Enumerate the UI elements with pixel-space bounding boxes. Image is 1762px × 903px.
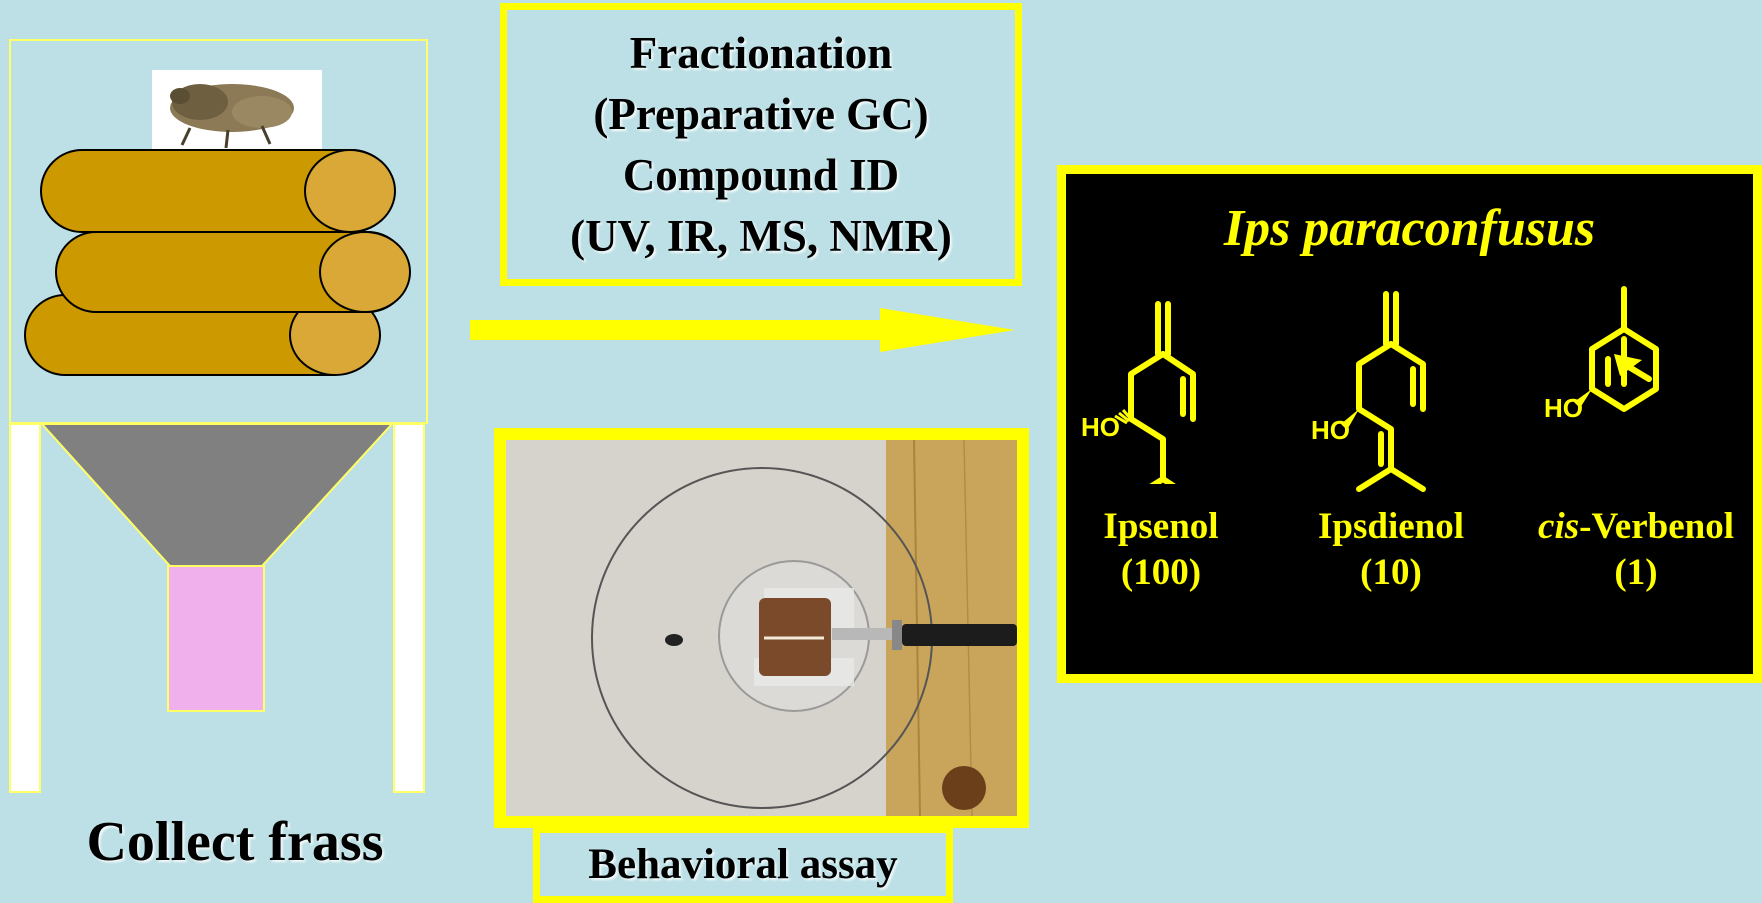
species-name: Ips paraconfusus	[1223, 200, 1596, 257]
ipsdienol-ho-label: HO	[1311, 415, 1350, 445]
air-tube	[902, 624, 1017, 646]
compound-ratio: (100)	[1120, 552, 1202, 593]
fractionation-line-2: (Preparative GC)	[593, 88, 929, 139]
beetle-in-arena	[665, 634, 683, 646]
log-middle	[55, 231, 411, 313]
process-arrow	[470, 308, 1015, 352]
compound-ratio: (1)	[1614, 552, 1658, 593]
behavioral-assay-photo-frame	[494, 428, 1029, 828]
cis-verbenol-structure: HO	[1544, 286, 1659, 423]
ipsenol-structure: HO	[1081, 301, 1196, 484]
fractionation-line-3: Compound ID	[622, 149, 900, 200]
beetle-icon	[170, 84, 294, 149]
behavioral-assay-photo	[506, 439, 1017, 817]
compound-name: Ipsdienol	[1317, 506, 1464, 547]
wood-knot	[942, 766, 986, 810]
compound-name-prefix: cis	[1538, 506, 1580, 547]
ipsenol-ho-label: HO	[1081, 412, 1120, 442]
collect-frass-label: Collect frass	[86, 811, 384, 873]
compound-name: Ipsenol	[1103, 506, 1219, 547]
compound-ipsdienol: Ipsdienol (10)	[1306, 504, 1476, 596]
frass-collector-illustration	[9, 39, 428, 793]
funnel	[39, 423, 395, 567]
stand-leg-right	[393, 423, 425, 793]
ipsdienol-structure: HO	[1311, 291, 1426, 492]
behavioral-assay-label: Behavioral assay	[588, 841, 898, 888]
log-top	[40, 149, 396, 233]
compound-cis-verbenol: cis-Verbenol (1)	[1521, 504, 1751, 596]
fractionation-box: Fractionation (Preparative GC) Compound …	[500, 3, 1022, 286]
log-bottom	[24, 294, 381, 376]
cis-verbenol-ho-label: HO	[1544, 393, 1583, 423]
collection-vial	[167, 565, 265, 712]
fractionation-line-1: Fractionation	[629, 27, 893, 78]
fractionation-line-4: (UV, IR, MS, NMR)	[570, 210, 952, 261]
compound-ipsenol: Ipsenol (100)	[1086, 504, 1236, 596]
compound-ratio: (10)	[1360, 552, 1422, 593]
compound-name-line: cis-Verbenol	[1521, 504, 1751, 550]
frass-collector-diagram	[0, 0, 470, 800]
compound-name: -Verbenol	[1579, 506, 1734, 547]
species-pheromone-box: Ips paraconfusus HO	[1057, 165, 1762, 683]
stand-leg-left	[9, 423, 41, 793]
behavioral-assay-label-box: Behavioral assay	[533, 826, 953, 903]
